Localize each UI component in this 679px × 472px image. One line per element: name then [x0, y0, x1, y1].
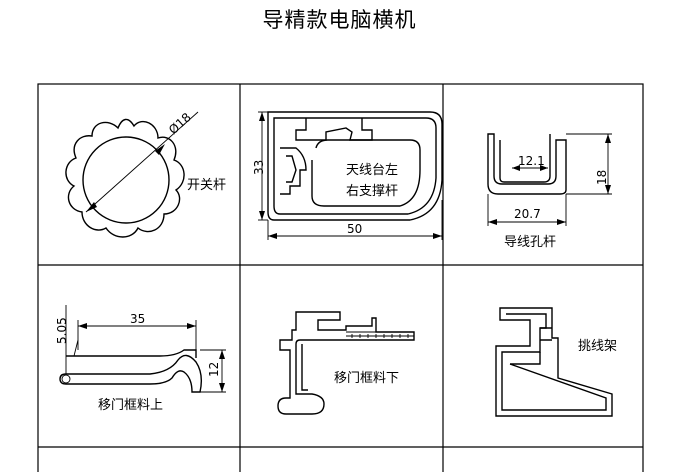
- door-frame-upper-label: 移门框料上: [98, 398, 163, 413]
- door-frame-upper-outline: [59, 354, 203, 393]
- door-frame-upper-height: 12: [207, 362, 221, 377]
- support-rod-cell: 33 50 天线台左 右支撑杆: [252, 111, 443, 240]
- switch-rod-outline: [65, 118, 185, 238]
- guide-hole-rod-height: 18: [595, 170, 609, 185]
- pick-rack-outline: [495, 307, 613, 417]
- switch-rod-bore: [82, 136, 170, 224]
- table-grid: [37, 83, 644, 472]
- page-title: 导精款电脑横机: [262, 8, 417, 32]
- support-rod-outline: [267, 111, 443, 221]
- support-rod-height: 33: [252, 160, 266, 175]
- door-frame-upper-length: 35: [130, 312, 145, 326]
- guide-hole-rod-width: 20.7: [514, 207, 541, 221]
- door-frame-upper-offset: 5.05: [55, 317, 69, 344]
- door-frame-lower-outline: [277, 311, 415, 415]
- guide-hole-rod-inner: 12.1: [518, 154, 545, 168]
- pick-rack-label: 挑线架: [578, 339, 617, 354]
- guide-hole-rod-cell: 18 12.1 20.7 导线孔杆: [487, 133, 612, 250]
- door-frame-lower-cell: 移门框料下: [277, 311, 415, 415]
- support-rod-width: 50: [347, 222, 362, 236]
- support-rod-label-line1: 天线台左: [346, 163, 398, 178]
- switch-rod-label: 开关杆: [187, 178, 226, 193]
- guide-hole-rod-outline: [487, 133, 567, 195]
- door-frame-lower-label: 移门框料下: [334, 371, 399, 386]
- guide-hole-rod-label: 导线孔杆: [504, 235, 556, 250]
- door-frame-upper-cell: 35 5.05 12 移门框料上: [55, 305, 226, 413]
- support-rod-label-line2: 右支撑杆: [346, 184, 398, 199]
- pick-rack-cell: 挑线架: [495, 307, 617, 417]
- switch-rod-cell: Ø18 开关杆: [65, 110, 226, 238]
- switch-rod-diameter: Ø18: [166, 110, 194, 137]
